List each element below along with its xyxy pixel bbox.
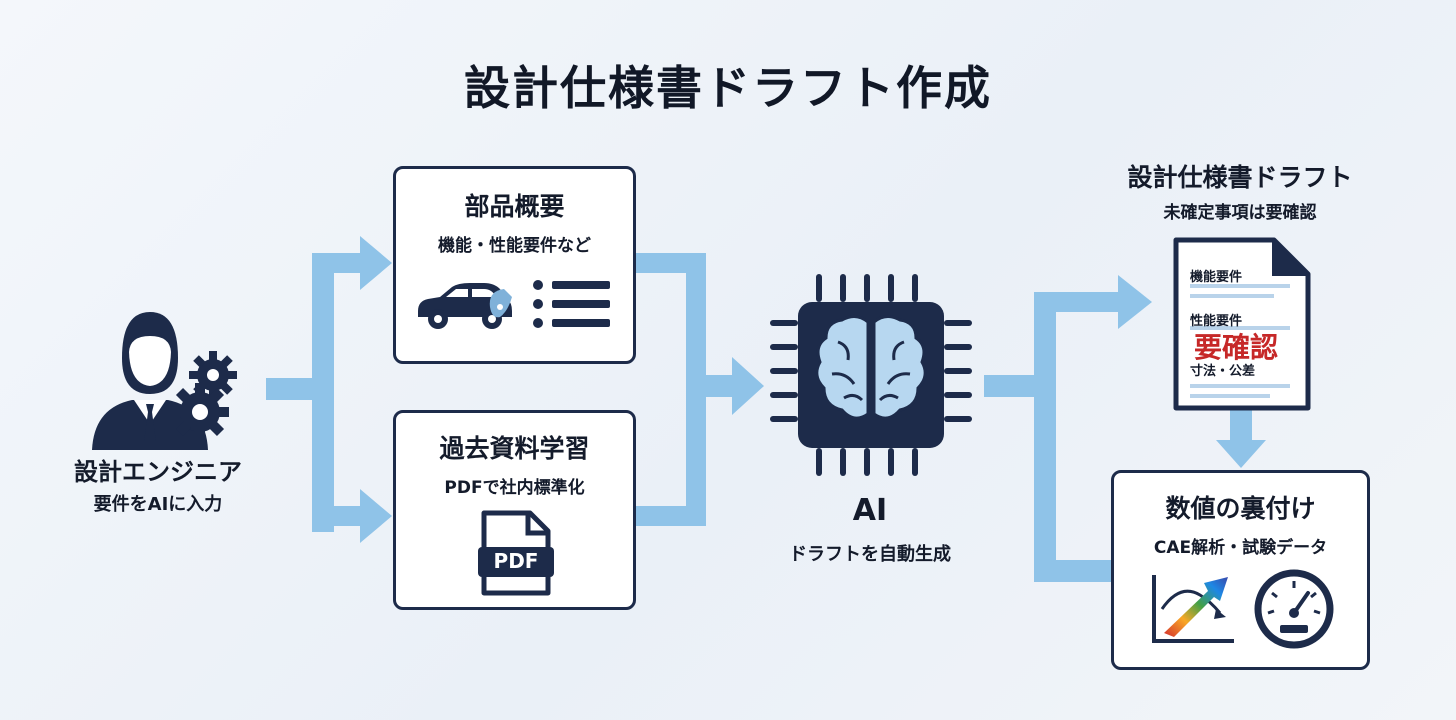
flow-to-ai bbox=[686, 375, 734, 397]
evidence-box: 数値の裏付け CAE解析・試験データ bbox=[1111, 470, 1370, 670]
engineer-icon bbox=[92, 312, 237, 450]
parts-overview-subtitle: 機能・性能要件など bbox=[438, 236, 591, 256]
gauge-icon bbox=[1254, 569, 1334, 649]
flow-arrow-evidence bbox=[1216, 440, 1266, 468]
chart-icon bbox=[1152, 575, 1234, 643]
engineer-title: 設計エンジニア bbox=[74, 458, 242, 486]
past-docs-title: 過去資料学習 bbox=[439, 434, 590, 463]
draft-doc-line3: 寸法・公差 bbox=[1190, 364, 1256, 379]
pdf-label: PDF bbox=[493, 549, 539, 573]
pdf-file-icon bbox=[478, 510, 554, 596]
flow-arrow-past bbox=[360, 489, 392, 543]
flow-to-parts bbox=[312, 253, 362, 273]
page-title: 設計仕様書ドラフト作成 bbox=[464, 61, 992, 115]
ai-subtitle: ドラフトを自動生成 bbox=[789, 544, 951, 565]
evidence-title: 数値の裏付け bbox=[1165, 494, 1316, 523]
flow-output-vertical bbox=[1034, 292, 1056, 582]
past-docs-box: 過去資料学習 PDFで社内標準化 PDF bbox=[393, 410, 636, 610]
car-icon bbox=[418, 283, 512, 329]
flow-to-draft bbox=[1034, 292, 1120, 312]
draft-doc-line2: 性能要件 bbox=[1190, 314, 1243, 329]
list-icon bbox=[533, 280, 610, 328]
document-icon bbox=[1173, 237, 1311, 411]
past-docs-subtitle: PDFで社内標準化 bbox=[444, 478, 585, 498]
gear-icon bbox=[171, 383, 229, 441]
flow-to-past bbox=[312, 506, 362, 526]
flow-arrow-ai bbox=[732, 357, 764, 415]
flow-arrow-draft bbox=[1118, 275, 1152, 329]
flow-arrow-parts bbox=[360, 236, 392, 290]
evidence-subtitle: CAE解析・試験データ bbox=[1153, 538, 1328, 558]
flow-to-evidence bbox=[1034, 560, 1116, 582]
draft-title: 設計仕様書ドラフト bbox=[1127, 163, 1353, 192]
parts-overview-box: 部品概要 機能・性能要件など bbox=[393, 166, 636, 364]
brain-icon bbox=[815, 315, 927, 420]
ai-chip-icon bbox=[770, 274, 972, 476]
draft-doc-stamp: 要確認 bbox=[1194, 331, 1279, 364]
flow-draft-down bbox=[1230, 408, 1252, 444]
ai-title: AI bbox=[852, 493, 888, 528]
draft-doc-line1: 機能要件 bbox=[1190, 270, 1243, 285]
parts-overview-title: 部品概要 bbox=[464, 192, 565, 221]
flow-split-vertical bbox=[312, 262, 334, 532]
draft-subtitle: 未確定事項は要確認 bbox=[1163, 203, 1317, 223]
engineer-subtitle: 要件をAIに入力 bbox=[93, 494, 223, 515]
